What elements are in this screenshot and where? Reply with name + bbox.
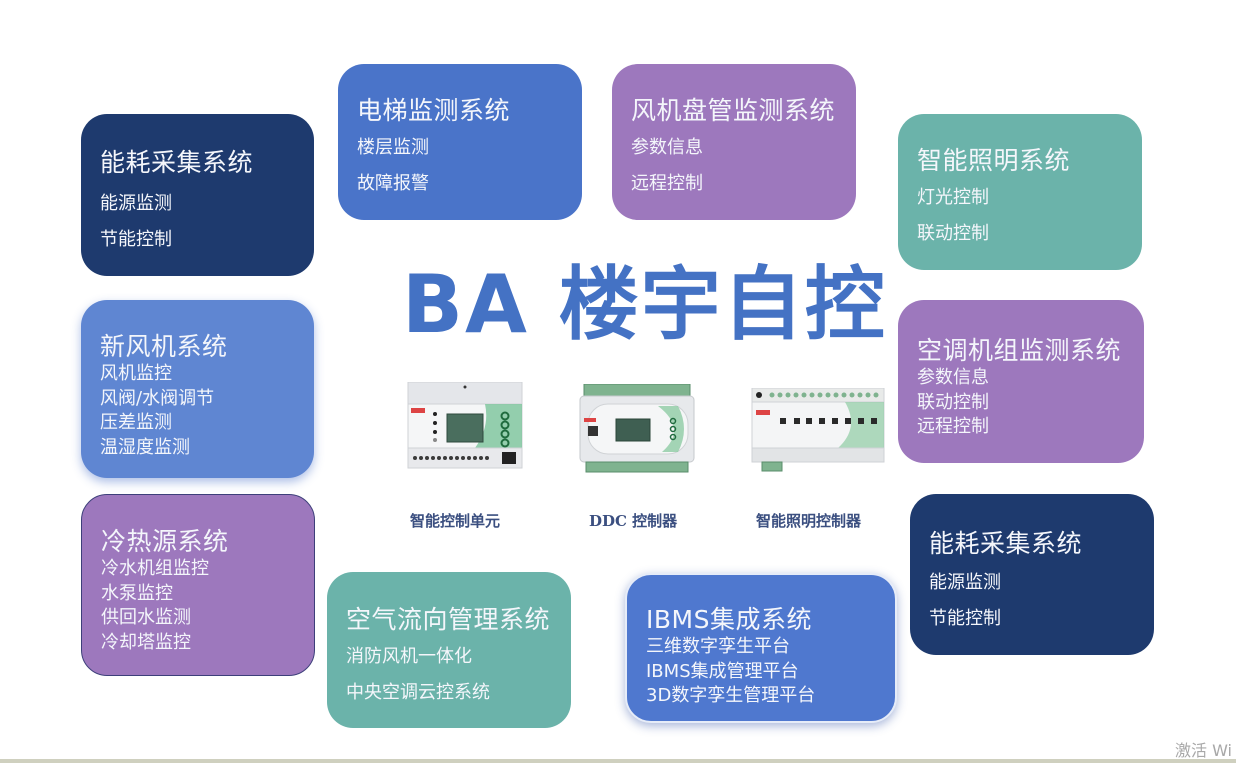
device-label-ddc-controller: DDC 控制器 xyxy=(589,512,678,530)
card-item: 冷却塔监控 xyxy=(101,631,191,653)
card-item: 冷水机组监控 xyxy=(101,558,209,579)
page-title: BA 楼宇自控 xyxy=(402,258,887,351)
ddc-controller-image xyxy=(579,384,695,473)
card-item: 能源监测 xyxy=(929,572,1001,593)
card-title: 空调机组监测系统 xyxy=(917,336,1122,365)
card-item: 消防风机一体化 xyxy=(346,646,472,667)
card-item: 楼层监测 xyxy=(357,137,429,158)
card-ibms-integration: IBMS集成系统 三维数字孪生平台 IBMS集成管理平台 3D数字孪生管理平台 xyxy=(625,573,897,723)
card-item: 中央空调云控系统 xyxy=(346,682,490,703)
card-item: 灯光控制 xyxy=(917,187,989,208)
card-item: 节能控制 xyxy=(929,608,1001,629)
card-energy-collection-top: 能耗采集系统 能源监测 节能控制 xyxy=(81,114,314,276)
card-item: 参数信息 xyxy=(631,137,703,158)
card-energy-collection-bottom: 能耗采集系统 能源监测 节能控制 xyxy=(910,494,1154,655)
footer-bar xyxy=(0,759,1236,763)
card-elevator-monitoring: 电梯监测系统 楼层监测 故障报警 xyxy=(338,64,582,220)
card-title: 空气流向管理系统 xyxy=(346,605,551,634)
card-title: 能耗采集系统 xyxy=(100,148,254,177)
activation-watermark: 激活 Wi xyxy=(1174,741,1232,760)
card-item: 故障报警 xyxy=(357,173,429,194)
card-item: 远程控制 xyxy=(631,173,703,194)
card-title: 风机盘管监测系统 xyxy=(631,96,836,125)
card-item: 联动控制 xyxy=(917,391,989,413)
card-title: 智能照明系统 xyxy=(917,146,1071,175)
card-item: 参数信息 xyxy=(917,367,989,388)
device-label-smart-lighting-controller: 智能照明控制器 xyxy=(756,512,862,530)
card-smart-lighting: 智能照明系统 灯光控制 联动控制 xyxy=(898,114,1142,270)
card-cold-heat-source: 冷热源系统 冷水机组监控 水泵监控 供回水监测 冷却塔监控 xyxy=(81,494,315,676)
card-title: IBMS集成系统 xyxy=(646,605,812,634)
card-ac-unit-monitoring: 空调机组监测系统 参数信息 联动控制 远程控制 xyxy=(898,300,1144,463)
card-airflow-management: 空气流向管理系统 消防风机一体化 中央空调云控系统 xyxy=(327,572,571,728)
card-item: 水泵监控 xyxy=(101,582,173,604)
card-title: 能耗采集系统 xyxy=(929,529,1083,558)
card-item: IBMS集成管理平台 xyxy=(646,660,799,682)
card-item: 温湿度监测 xyxy=(100,436,190,458)
card-item: 3D数字孪生管理平台 xyxy=(646,685,816,706)
card-item: 能源监测 xyxy=(100,193,172,214)
card-item: 节能控制 xyxy=(100,229,172,250)
card-item: 三维数字孪生平台 xyxy=(646,636,790,657)
card-item: 供回水监测 xyxy=(101,607,191,628)
card-fresh-air: 新风机系统 风机监控 风阀/水阀调节 压差监测 温湿度监测 xyxy=(81,300,314,478)
card-fan-coil-monitoring: 风机盘管监测系统 参数信息 远程控制 xyxy=(612,64,856,220)
card-title: 冷热源系统 xyxy=(101,527,229,556)
smart-lighting-controller-image xyxy=(751,388,885,472)
card-item: 远程控制 xyxy=(917,416,989,437)
card-item: 风机监控 xyxy=(100,363,172,384)
card-item: 联动控制 xyxy=(917,223,989,244)
device-label-smart-control-unit: 智能控制单元 xyxy=(410,512,501,530)
card-item: 压差监测 xyxy=(100,412,172,433)
card-title: 新风机系统 xyxy=(100,332,228,361)
card-title: 电梯监测系统 xyxy=(357,96,511,125)
smart-control-unit-image xyxy=(407,382,523,469)
card-item: 风阀/水阀调节 xyxy=(100,387,215,409)
